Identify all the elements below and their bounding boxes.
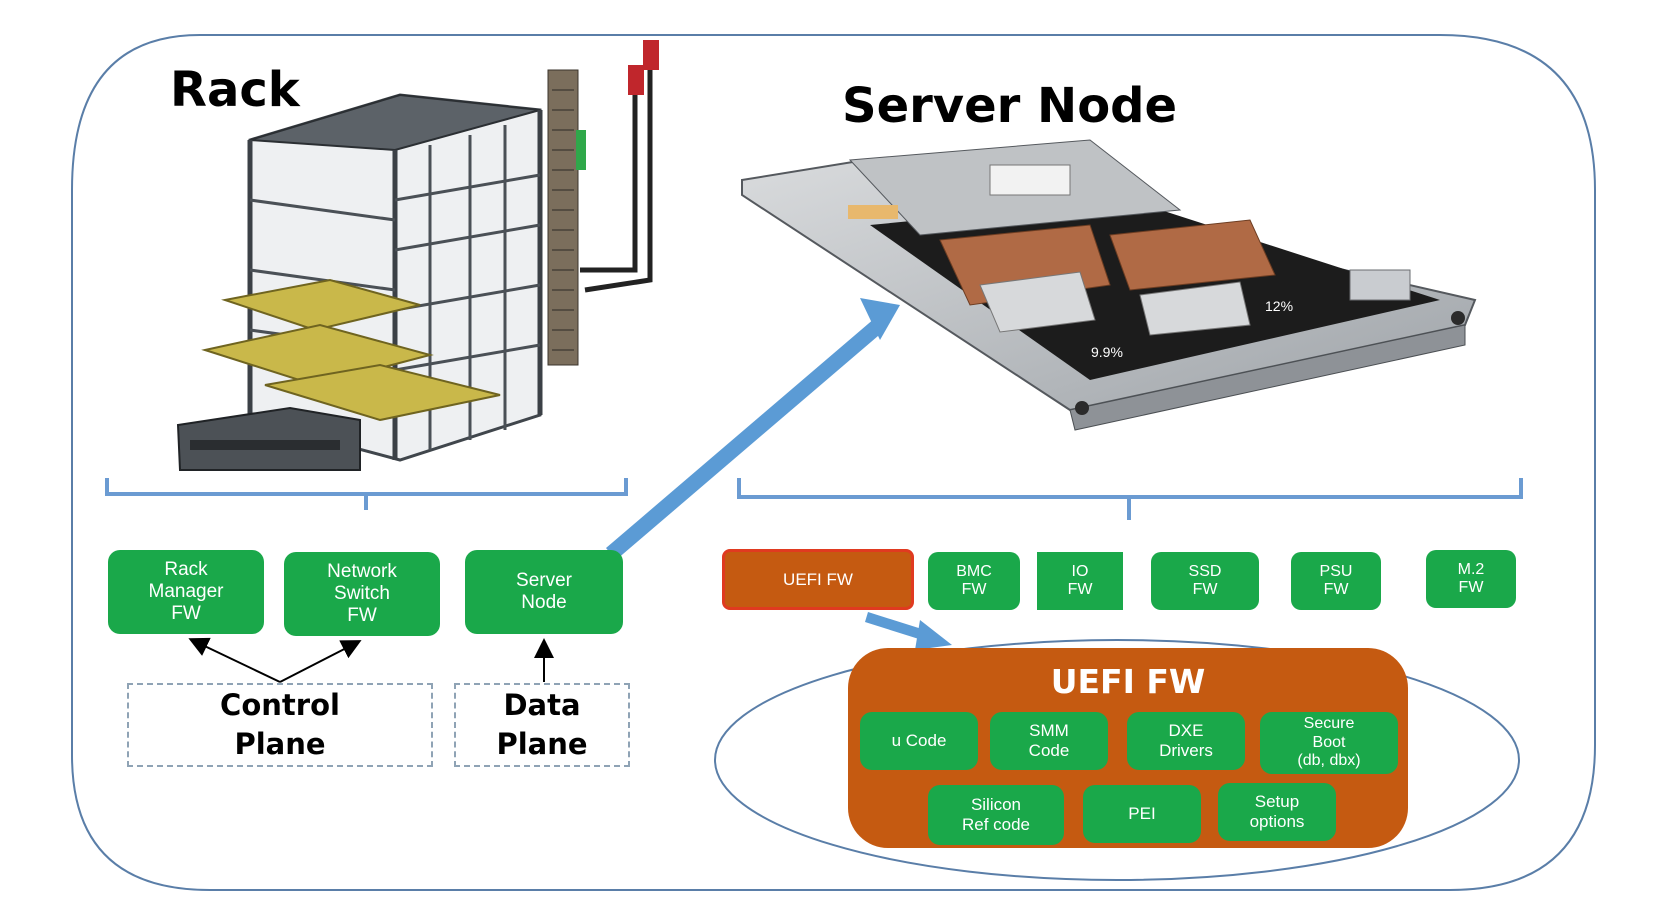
server-image-label-a: 12% <box>1265 298 1294 314</box>
io-fw-box: IO FW <box>1037 552 1123 610</box>
network-switch-fw-box: Network Switch FW <box>284 552 440 636</box>
rack-title: Rack <box>170 62 300 118</box>
ssd-fw-box: SSD FW <box>1151 552 1259 610</box>
m2-fw-box: M.2 FW <box>1426 550 1516 608</box>
uefi-detail-title: UEFI FW <box>1050 662 1206 701</box>
bmc-fw-box: BMC FW <box>928 552 1020 610</box>
uefi-fw-box: UEFI FW <box>722 549 914 610</box>
server-node-box: Server Node <box>465 550 623 634</box>
silicon-ref-code-box: Silicon Ref code <box>928 785 1064 845</box>
rack-image <box>176 40 659 471</box>
server-image-label-b: 9.9% <box>1091 344 1123 360</box>
setup-options-box: Setup options <box>1218 783 1336 841</box>
data-plane-box: Data Plane <box>454 683 630 767</box>
server-node-arrow <box>606 298 900 560</box>
control-plane-arrows <box>188 637 362 683</box>
pei-box: PEI <box>1083 785 1201 843</box>
server-bracket <box>737 478 1523 520</box>
ucode-box: u Code <box>860 712 978 770</box>
outer-frame <box>71 34 1596 891</box>
server-image <box>741 139 1477 431</box>
rack-manager-fw-box: Rack Manager FW <box>108 550 264 634</box>
smm-code-box: SMM Code <box>990 712 1108 770</box>
control-plane-box: Control Plane <box>127 683 433 767</box>
psu-fw-box: PSU FW <box>1291 552 1381 610</box>
server-node-title: Server Node <box>842 78 1178 134</box>
secure-boot-box: Secure Boot (db, dbx) <box>1260 712 1398 774</box>
uefi-arrow <box>865 612 952 650</box>
rack-bracket <box>105 478 628 510</box>
dxe-drivers-box: DXE Drivers <box>1127 712 1245 770</box>
uefi-ellipse <box>714 639 1520 881</box>
